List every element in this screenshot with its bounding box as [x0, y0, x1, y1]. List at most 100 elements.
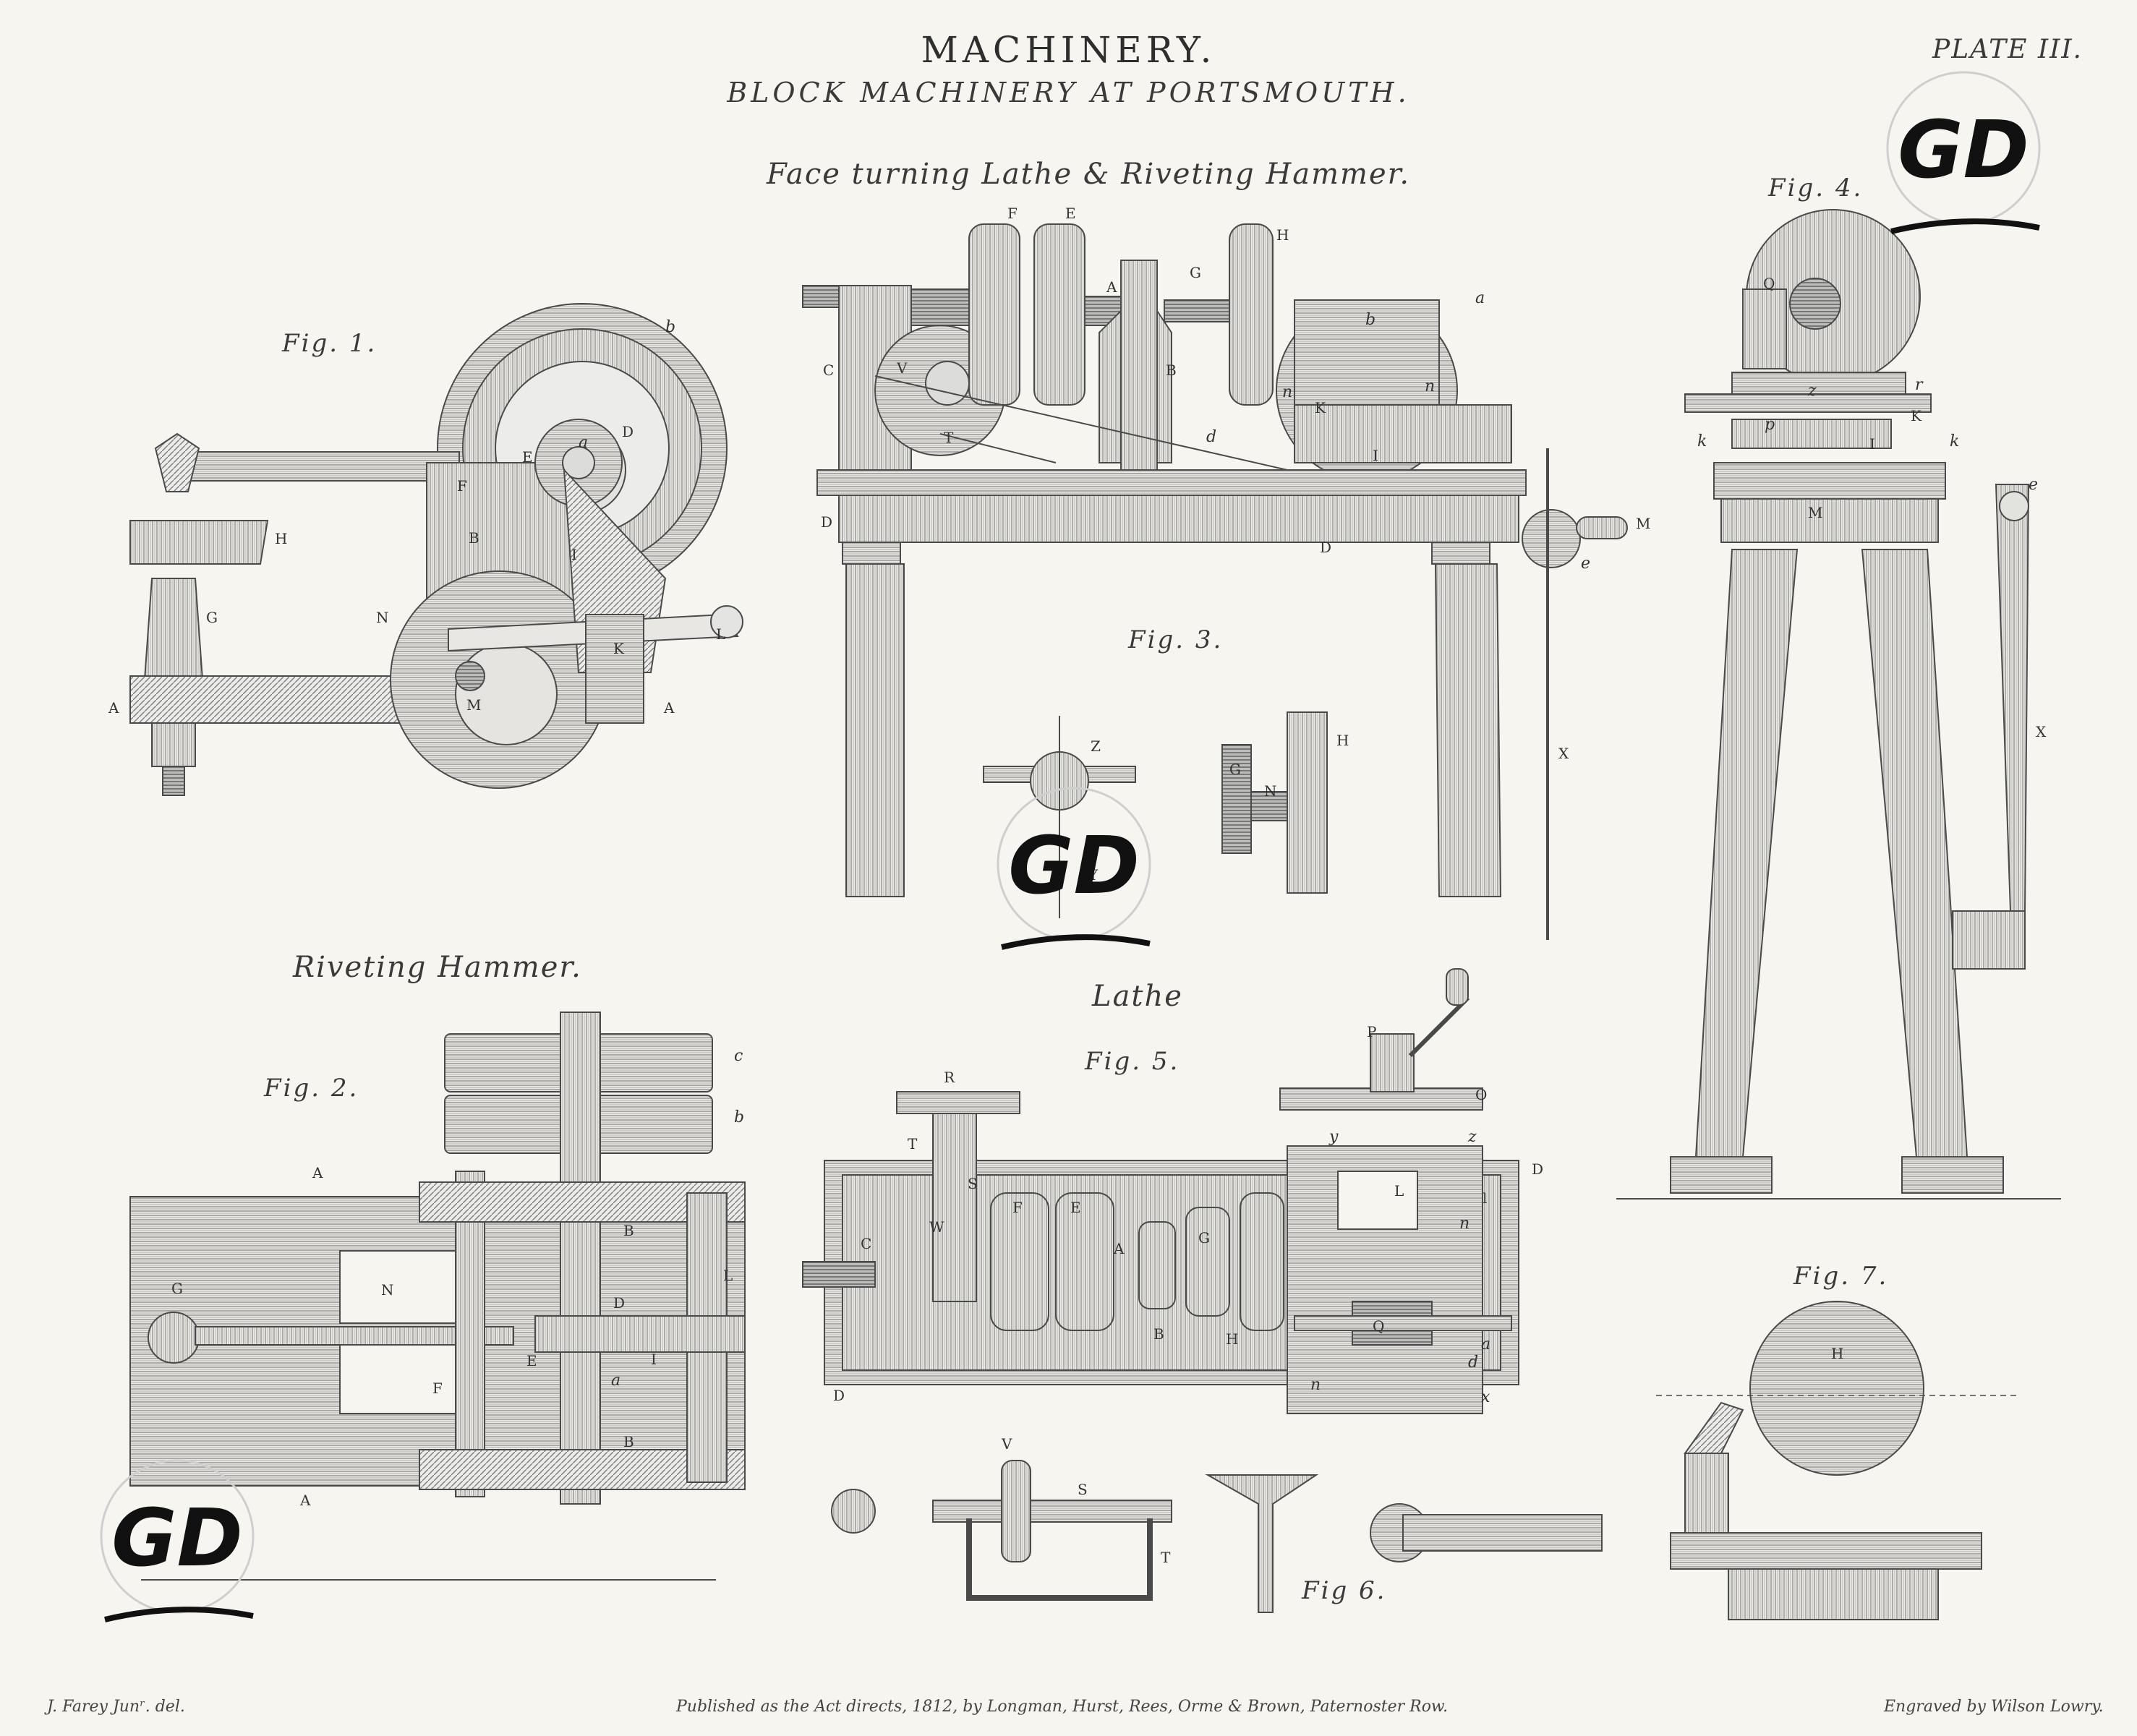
fig5-label-D-left: D [833, 1387, 845, 1404]
fig1-label-G: G [206, 609, 218, 626]
fig5-label-H: H [1226, 1330, 1239, 1348]
fig3-label-G: G [1190, 264, 1201, 281]
fig3-label-T: T [944, 429, 954, 446]
fig3-label-D-right: D [1320, 539, 1332, 556]
fig-3-label: Fig. 3. [1128, 625, 1224, 654]
fig1-label-I: I [571, 546, 577, 563]
footer-engraver-credit: Engraved by Wilson Lowry. [1884, 1698, 2104, 1716]
gd-watermark-bottom-left: GD [100, 1459, 255, 1622]
fig3-label-Y: Y [1088, 866, 1099, 884]
fig5-label-A: A [1114, 1240, 1125, 1257]
fig5-label-Q: Q [1373, 1317, 1385, 1335]
fig5-label-T: T [908, 1135, 918, 1153]
fig6-label-S: S [1078, 1481, 1088, 1498]
fig3-label-G-detail: G [1229, 761, 1241, 778]
fig2-label-D: D [613, 1294, 626, 1312]
fig5-label-S: S [968, 1175, 978, 1192]
fig2-label-N: N [381, 1281, 394, 1299]
fig2-label-B-bottom: B [623, 1433, 634, 1450]
fig4-label-k-left: k [1697, 432, 1707, 450]
fig5-label-P: P [1367, 1023, 1377, 1040]
fig5-label-E: E [1070, 1199, 1081, 1216]
fig1-label-M: M [466, 696, 482, 714]
watermark-text: GD [1008, 819, 1140, 912]
fig-7-label: Fig. 7. [1793, 1262, 1889, 1291]
fig3-label-F: F [1007, 205, 1018, 222]
fig1-label-B: B [469, 529, 479, 547]
fig5-label-L: L [1394, 1182, 1404, 1200]
fig-5-label: Fig. 5. [1085, 1047, 1180, 1076]
caption-face-lathe: Face turning Lathe & Riveting Hammer. [767, 158, 1411, 191]
fig5-label-G: G [1198, 1229, 1210, 1247]
fig3-label-E: E [1065, 205, 1076, 222]
caption-riveting-hammer: Riveting Hammer. [293, 951, 582, 984]
plate-title: MACHINERY. [921, 29, 1216, 71]
fig2-label-L: L [723, 1267, 733, 1284]
fig5-label-d: d [1468, 1354, 1479, 1372]
fig4-label-r: r [1915, 376, 1923, 394]
gd-watermark-center: GD [997, 787, 1151, 950]
fig2-label-a: a [611, 1372, 621, 1390]
footer-artist-credit: J. Farey Junʳ. del. [47, 1698, 185, 1716]
fig5-label-C: C [861, 1235, 872, 1252]
fig4-label-z: z [1808, 382, 1817, 400]
fig4-label-Q: Q [1763, 275, 1775, 292]
fig1-label-L: L [716, 625, 726, 643]
fig4-label-K: K [1911, 407, 1921, 424]
fig4-label-I: I [1869, 435, 1875, 453]
fig2-label-c: c [734, 1047, 743, 1065]
fig2-label-F: F [432, 1380, 443, 1397]
fig5-label-O: O [1475, 1086, 1488, 1103]
plate-number: PLATE III. [1932, 35, 2083, 64]
fig4-label-p: p [1765, 416, 1775, 434]
fig3-label-C: C [823, 362, 835, 379]
fig1-label-D: D [622, 423, 634, 440]
fig3-label-b: b [1365, 311, 1376, 329]
fig4-label-e: e [2029, 476, 2039, 494]
fig-2-label: Fig. 2. [264, 1074, 359, 1103]
fig2-label-A-top: A [312, 1164, 323, 1181]
fig4-label-M: M [1808, 504, 1823, 521]
fig6-label-V: V [1002, 1435, 1012, 1453]
fig3-label-a: a [1475, 289, 1485, 307]
fig3-label-D-left: D [821, 513, 833, 531]
fig5-label-x: x [1481, 1388, 1490, 1406]
gd-watermark-top-right: GD [1886, 71, 2041, 234]
fig3-label-A: A [1106, 278, 1117, 296]
caption-lathe: Lathe [1092, 980, 1183, 1013]
fig3-label-X: X [1558, 745, 1569, 762]
fig1-label-N: N [376, 609, 389, 626]
fig1-label-a: a [579, 434, 589, 452]
fig3-label-d: d [1206, 428, 1217, 446]
fig-1-label: Fig. 1. [282, 329, 378, 358]
fig4-label-X: X [2036, 723, 2047, 740]
fig5-label-n-bottom: n [1310, 1376, 1321, 1394]
fig5-label-y: y [1329, 1128, 1339, 1146]
fig3-label-V: V [897, 359, 908, 377]
fig5-label-R: R [944, 1069, 955, 1086]
fig5-label-a: a [1481, 1335, 1491, 1354]
fig3-label-n-left: n [1282, 383, 1293, 401]
fig1-label-A-left: A [108, 699, 119, 717]
fig1-label-A-right: A [664, 699, 675, 717]
fig3-label-Z: Z [1091, 737, 1101, 755]
watermark-text: GD [111, 1492, 243, 1584]
fig3-label-n-right: n [1425, 377, 1436, 395]
fig3-label-B: B [1166, 362, 1177, 379]
fig2-label-E: E [526, 1352, 537, 1369]
fig3-label-H: H [1276, 226, 1289, 244]
fig3-label-N-detail: N [1264, 782, 1277, 800]
fig5-label-F: F [1012, 1199, 1023, 1216]
fig1-label-b: b [665, 318, 676, 336]
fig5-label-l: l [1483, 1189, 1488, 1207]
fig-6-label: Fig 6. [1302, 1576, 1387, 1605]
fig1-label-E: E [522, 448, 533, 466]
fig1-label-K: K [613, 640, 624, 657]
fig5-label-B: B [1153, 1325, 1164, 1343]
fig2-label-G: G [171, 1280, 183, 1297]
fig2-label-B-top: B [623, 1222, 634, 1239]
fig1-label-H: H [275, 530, 288, 547]
fig1-label-F: F [457, 477, 467, 495]
footer-publication-line: Published as the Act directs, 1812, by L… [676, 1698, 1449, 1716]
